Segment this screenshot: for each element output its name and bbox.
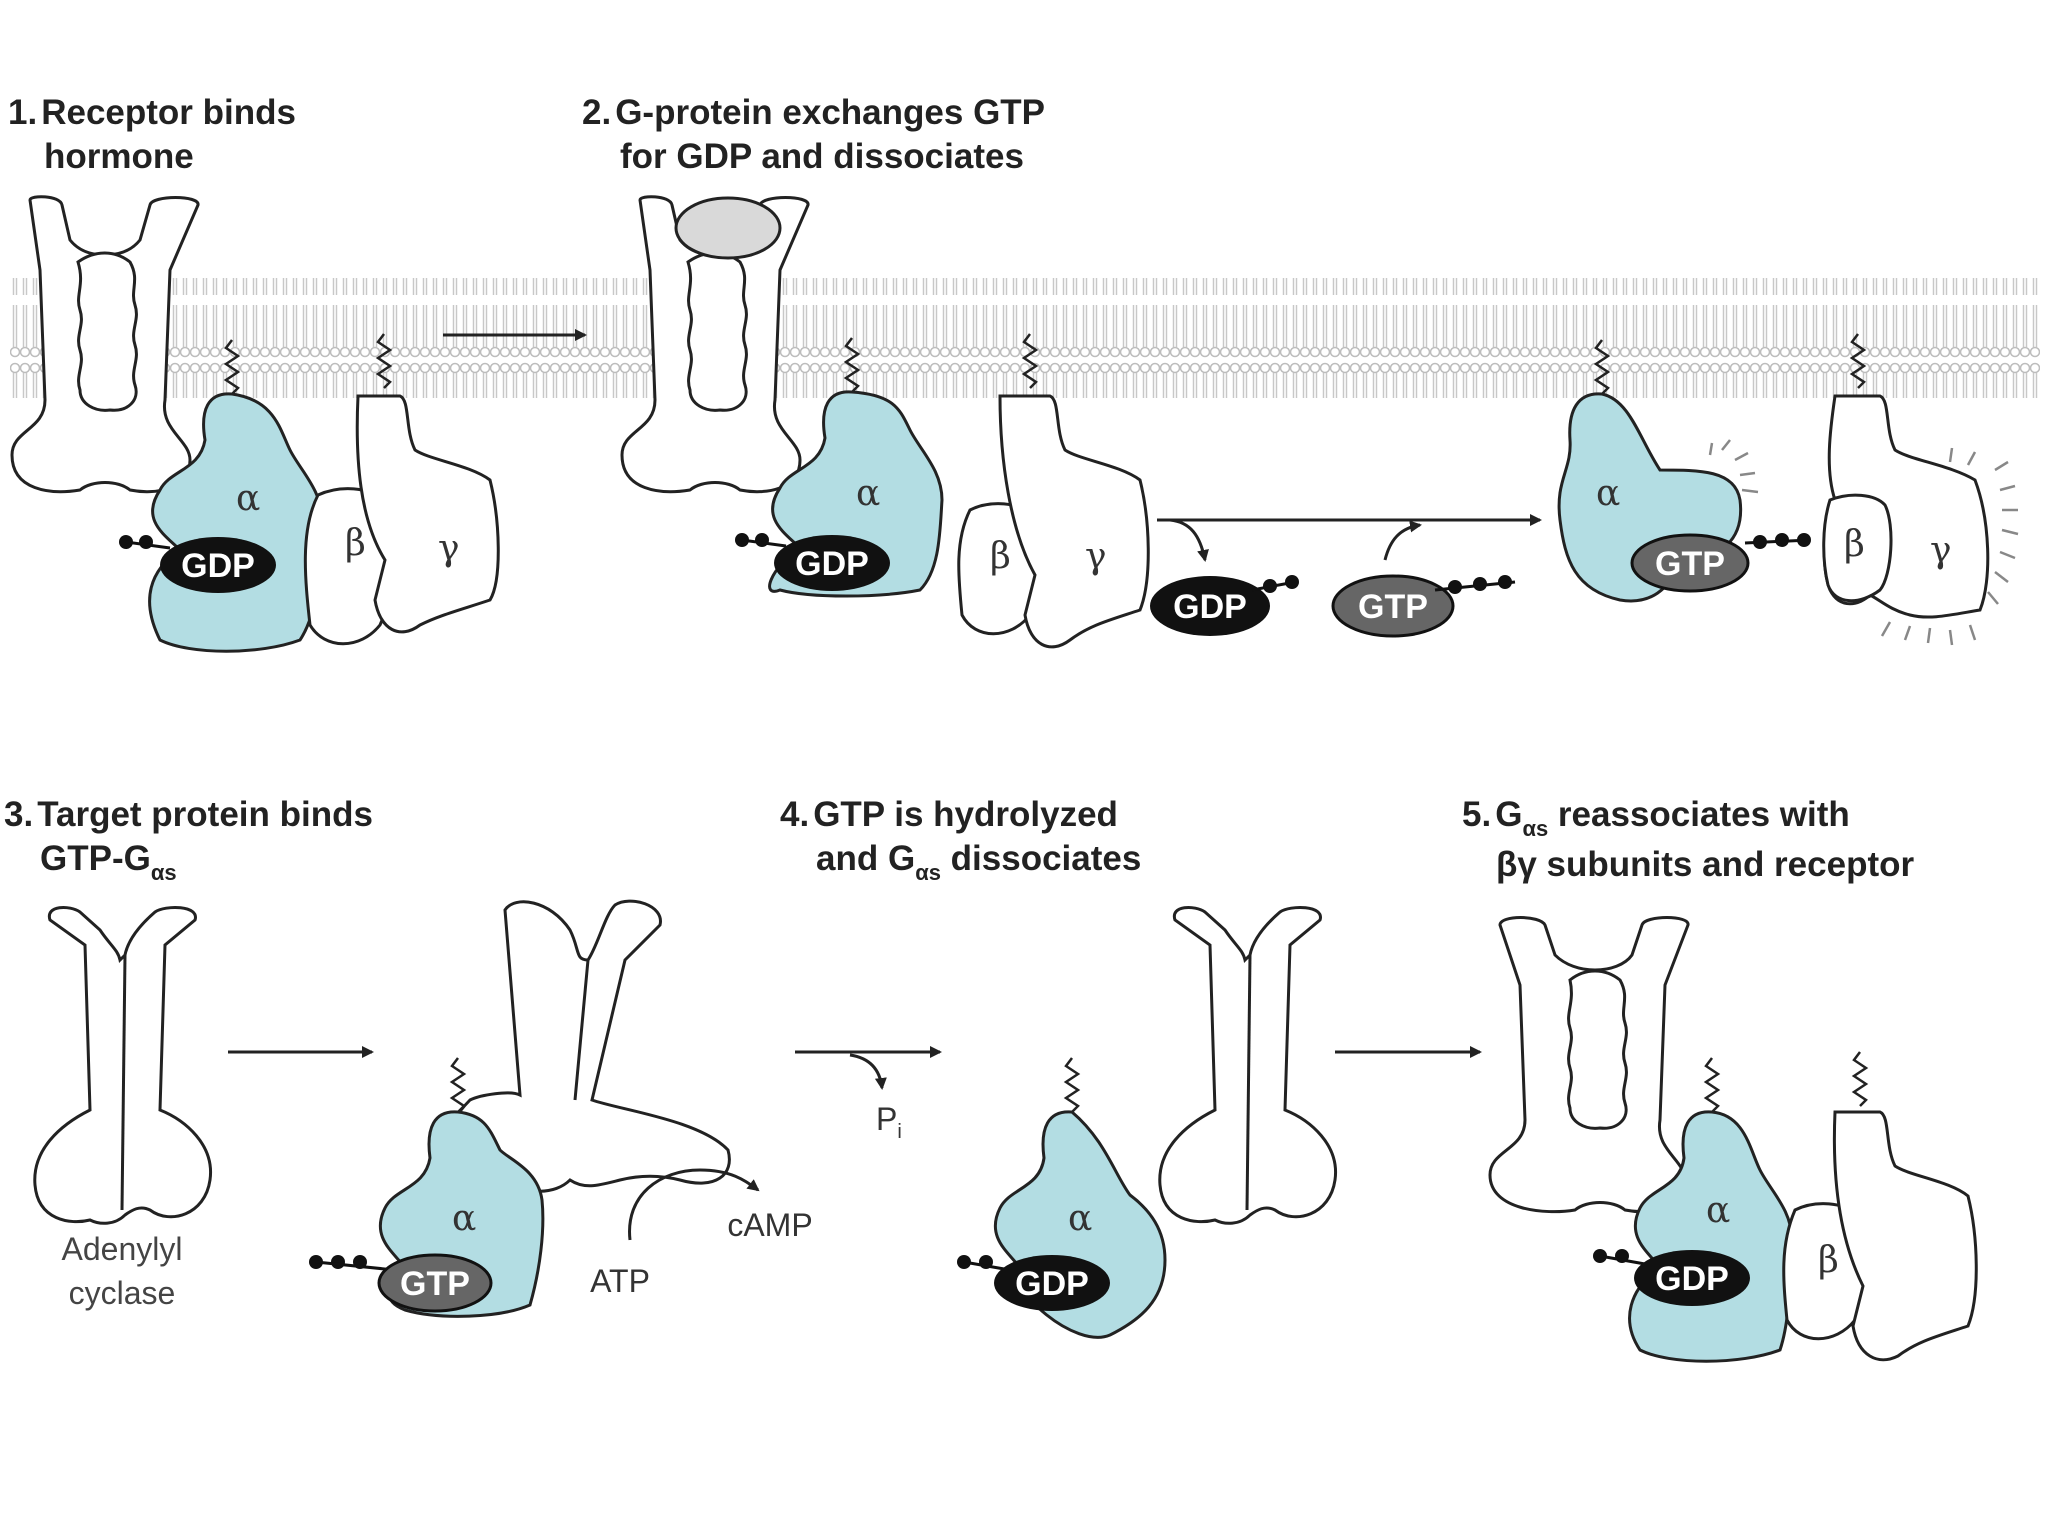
svg-text:GDP: GDP: [1015, 1265, 1089, 1303]
step-5-alpha-gdp: α GDP: [1593, 1057, 1794, 1363]
incoming-gtp: GTP: [1331, 574, 1516, 638]
svg-text:cyclase: cyclase: [69, 1275, 176, 1311]
svg-text:GTP: GTP: [400, 1265, 470, 1303]
step-5-title: 5.Gαs reassociates with βγ subunits and …: [1462, 795, 1914, 884]
svg-text:2.G-protein exchanges GTP: 2.G-protein exchanges GTP: [582, 93, 1045, 132]
svg-text:α: α: [452, 1198, 476, 1239]
svg-text:GDP: GDP: [795, 545, 869, 583]
svg-text:hormone: hormone: [44, 137, 194, 176]
step-4-gdp: GDP: [957, 1255, 1110, 1311]
step-4-arrow: Pi: [795, 1046, 942, 1143]
svg-text:β: β: [990, 536, 1011, 577]
step-1-receptor: [10, 195, 200, 494]
step-2-exchange-arrow: [1157, 514, 1542, 562]
svg-text:4.GTP is hydrolyzed: 4.GTP is hydrolyzed: [780, 795, 1118, 834]
svg-text:and Gαs dissociates: and Gαs dissociates: [816, 839, 1141, 885]
step-3-alpha-gtp: α GTP: [309, 1057, 545, 1318]
svg-text:ATP: ATP: [590, 1263, 650, 1299]
cell-membrane: [10, 278, 2040, 398]
step-5-receptor: [1488, 916, 1690, 1214]
step-5-gdp: GDP: [1593, 1249, 1750, 1306]
svg-text:GDP: GDP: [1655, 1260, 1729, 1298]
svg-text:α: α: [1706, 1190, 1730, 1231]
svg-text:β: β: [1844, 524, 1865, 565]
atp-to-camp: ATP cAMP: [590, 1168, 813, 1299]
svg-text:β: β: [1818, 1240, 1839, 1281]
svg-text:for GDP and dissociates: for GDP and dissociates: [620, 137, 1024, 176]
svg-text:β: β: [345, 523, 366, 564]
svg-text:α: α: [236, 478, 260, 519]
active-alpha-gtp: α GTP: [1557, 339, 1811, 603]
svg-text:GDP: GDP: [1173, 588, 1247, 626]
svg-text:GTP-Gαs: GTP-Gαs: [40, 839, 177, 885]
step-1-title: 1.Receptor binds hormone: [8, 93, 296, 176]
svg-text:α: α: [1596, 473, 1620, 514]
step-4-cyclase: [1158, 906, 1338, 1225]
svg-text:GTP: GTP: [1655, 545, 1725, 583]
svg-text:Adenylyl: Adenylyl: [62, 1231, 183, 1267]
step-2-title: 2.G-protein exchanges GTP for GDP and di…: [582, 93, 1045, 176]
svg-text:1.Receptor binds: 1.Receptor binds: [8, 93, 296, 132]
hormone: [674, 196, 782, 260]
step-3-gtp: GTP: [309, 1253, 493, 1313]
adenylyl-cyclase: Adenylyl cyclase: [33, 906, 213, 1311]
step-2-gtp-bound: GTP: [1630, 533, 1811, 593]
svg-text:5.Gαs reassociates with: 5.Gαs reassociates with: [1462, 795, 1850, 841]
step-1-beta-gamma: β γ: [303, 333, 500, 646]
step-2-beta-gamma: β γ: [957, 333, 1150, 649]
step-4-alpha-gdp: α GDP: [957, 1057, 1167, 1339]
svg-text:Pi: Pi: [876, 1101, 902, 1143]
svg-text:GDP: GDP: [181, 547, 255, 585]
step-2-receptor: [620, 195, 810, 494]
step-4-title: 4.GTP is hydrolyzed and Gαs dissociates: [780, 795, 1141, 885]
step-1-alpha-subunit: α GDP: [119, 339, 324, 653]
svg-text:α: α: [856, 473, 880, 514]
svg-text:GTP: GTP: [1358, 588, 1428, 626]
svg-text:γ: γ: [1930, 530, 1952, 571]
svg-text:γ: γ: [1085, 536, 1107, 577]
step-1-gdp: GDP: [119, 535, 276, 593]
step-2-alpha-subunit: α GDP: [735, 337, 944, 598]
step-3-title: 3.Target protein binds GTP-Gαs: [4, 795, 373, 885]
svg-text:α: α: [1068, 1198, 1092, 1239]
step-2-gdp-bound: GDP: [735, 533, 890, 591]
svg-text:3.Target protein binds: 3.Target protein binds: [4, 795, 373, 834]
released-gdp: GDP: [1150, 575, 1299, 636]
free-beta-gamma: β γ: [1822, 333, 2019, 646]
svg-text:βγ subunits and receptor: βγ subunits and receptor: [1496, 845, 1914, 884]
svg-text:cAMP: cAMP: [727, 1207, 812, 1243]
svg-text:γ: γ: [438, 528, 460, 569]
step-5-beta-gamma: β: [1782, 1051, 1978, 1362]
